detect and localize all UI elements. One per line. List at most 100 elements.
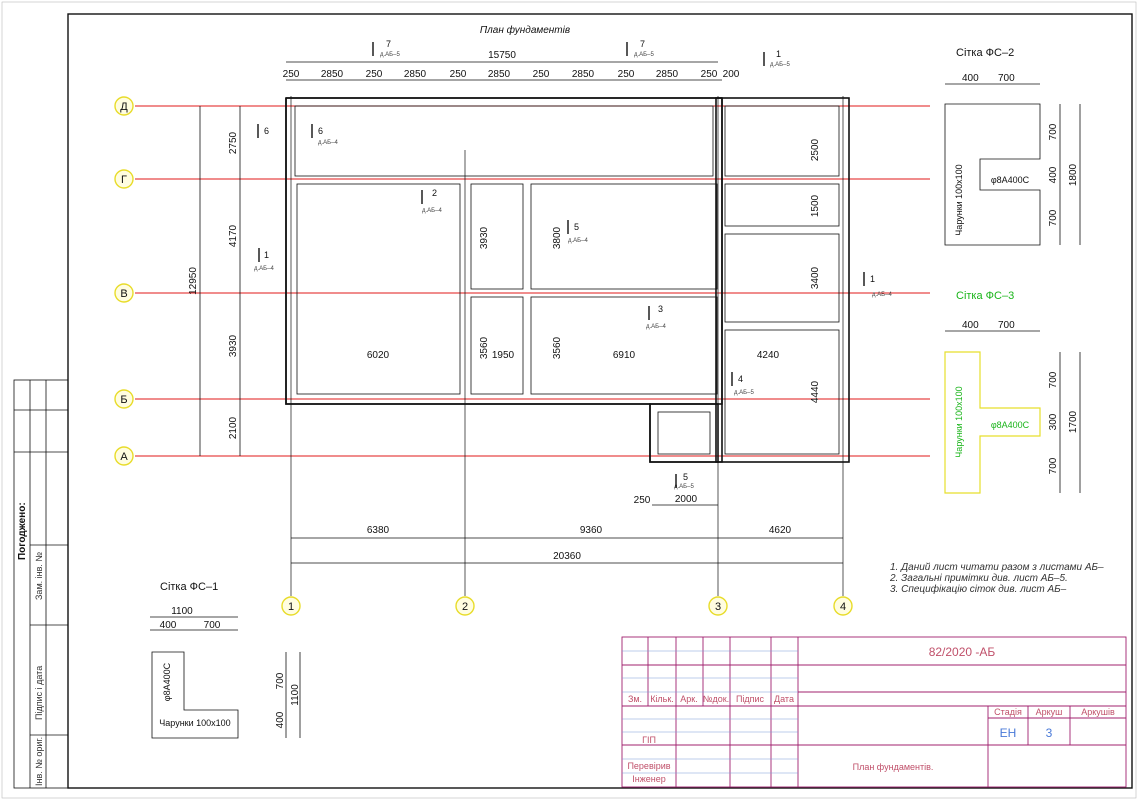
room-right-upper bbox=[530, 183, 718, 290]
mesh-fs2-outline bbox=[944, 103, 1041, 246]
side-cell-2: Підпис і дата bbox=[34, 666, 44, 720]
top-dim-10: 2850 bbox=[656, 69, 679, 80]
axis-label-b: Б bbox=[120, 394, 127, 406]
tb-header-1: Зм. bbox=[628, 694, 642, 704]
top-dim-4: 2850 bbox=[404, 69, 427, 80]
sheet-header: Аркуш bbox=[1036, 707, 1063, 717]
section-mark: 1д.АБ–5 bbox=[763, 49, 790, 68]
svg-text:д.АБ–4: д.АБ–4 bbox=[254, 266, 274, 272]
svg-text:5: 5 bbox=[574, 222, 579, 232]
section-mark: 5 д.АБ–4 bbox=[567, 220, 588, 244]
role-checked: Перевірив bbox=[627, 761, 670, 771]
inner-dim-4: 4240 bbox=[757, 350, 780, 361]
bottom-total-dim: 20360 bbox=[553, 551, 581, 562]
mesh-fs1-h2: 400 bbox=[275, 711, 286, 728]
top-dim-1: 250 bbox=[283, 69, 300, 80]
room-right-lower bbox=[530, 296, 718, 395]
left-dimensions: 12950 2750 4170 3930 2100 bbox=[188, 106, 241, 456]
left-dim-2: 4170 bbox=[228, 224, 239, 247]
tb-header-4: №док. bbox=[703, 694, 729, 704]
stage-value: ЕН bbox=[1000, 726, 1017, 740]
top-dim-11: 250 bbox=[701, 69, 718, 80]
mesh-fs2-rebar: φ8А400С bbox=[991, 175, 1030, 185]
room-left bbox=[296, 183, 461, 395]
top-dim-3: 250 bbox=[366, 69, 383, 80]
role-engineer: Інженер bbox=[632, 774, 665, 784]
east-room-4 bbox=[724, 329, 840, 455]
room-mid-upper bbox=[470, 183, 524, 290]
east-room-1 bbox=[724, 105, 840, 177]
top-dimensions: 15750 250 2850 250 2850 250 2850 250 285… bbox=[283, 50, 740, 81]
axis-bubble-b bbox=[114, 389, 134, 409]
east-room-3 bbox=[724, 233, 840, 323]
mesh-fs1-part-1: 400 bbox=[160, 620, 177, 631]
mesh-fs2-h3: 700 bbox=[1048, 209, 1059, 226]
svg-text:6: 6 bbox=[264, 126, 269, 136]
tb-header-6: Дата bbox=[774, 694, 794, 704]
mesh-fs2-cell: Чарунки 100х100 bbox=[954, 164, 964, 235]
mesh-fs2-total: 1800 bbox=[1068, 163, 1079, 186]
top-dim-9: 250 bbox=[618, 69, 635, 80]
east-room-2 bbox=[724, 183, 840, 227]
mesh-fs3-h1: 700 bbox=[1048, 371, 1059, 388]
mesh-fs2: Сітка ФС–2 400 700 Чарунки 100х100 φ8А40… bbox=[944, 47, 1081, 246]
sheet-number: 3 bbox=[1046, 726, 1053, 740]
svg-text:д.АБ–4: д.АБ–4 bbox=[646, 324, 666, 330]
mesh-fs2-title: Сітка ФС–2 bbox=[956, 47, 1014, 59]
foundation-walls bbox=[285, 97, 850, 463]
role-gip: ГІП bbox=[642, 735, 656, 745]
left-dim-3: 3930 bbox=[228, 334, 239, 357]
tb-header-3: Арк. bbox=[680, 694, 697, 704]
inner-dim-3: 6910 bbox=[613, 350, 636, 361]
drawing-title: План фундаментів. bbox=[853, 762, 934, 772]
section-mark: 3 д.АБ–4 bbox=[646, 304, 666, 330]
east-wing bbox=[715, 97, 850, 463]
drawing-frame bbox=[67, 13, 1133, 789]
main-body bbox=[285, 97, 723, 405]
axis-label-3: 3 bbox=[715, 601, 721, 613]
svg-text:д.АБ–5: д.АБ–5 bbox=[634, 52, 654, 58]
svg-text:7: 7 bbox=[386, 39, 391, 49]
svg-text:5: 5 bbox=[683, 472, 688, 482]
mesh-fs1-outline bbox=[151, 651, 239, 739]
svg-text:1: 1 bbox=[870, 274, 875, 284]
mesh-fs1-rebar: φ8А400С bbox=[162, 662, 172, 701]
left-total-dim: 12950 bbox=[188, 267, 199, 295]
svg-text:3: 3 bbox=[658, 304, 663, 314]
mesh-fs2-part-2: 700 bbox=[998, 73, 1015, 84]
tb-header-5: Підпис bbox=[736, 694, 765, 704]
axis-bubble-4 bbox=[833, 596, 853, 616]
note-3: 3. Специфікацію сіток див. лист АБ– bbox=[890, 583, 1067, 595]
axis-lines bbox=[135, 96, 930, 596]
approval-label: Погоджено: bbox=[17, 502, 28, 560]
mesh-fs3-h2: 300 bbox=[1048, 413, 1059, 430]
section-mark: 4д.АБ–5 bbox=[731, 372, 754, 396]
right-dim-2: 1500 bbox=[810, 194, 821, 217]
mesh-fs1-part-2: 700 bbox=[204, 620, 221, 631]
section-mark: 1д.АБ–4 bbox=[254, 248, 274, 272]
mesh-fs3-h3: 700 bbox=[1048, 457, 1059, 474]
inner-vdim-2: 3800 bbox=[552, 226, 563, 249]
mesh-fs3-total: 1700 bbox=[1068, 410, 1079, 433]
note-1: 1. Даний лист читати разом з листами АБ– bbox=[890, 562, 1104, 573]
porch bbox=[649, 403, 719, 463]
inner-vdim-1: 3930 bbox=[479, 226, 490, 249]
svg-text:д.АБ–4: д.АБ–4 bbox=[568, 238, 588, 244]
right-dim-1: 2500 bbox=[810, 138, 821, 161]
mesh-fs1: Сітка ФС–1 1100 400 700 φ8А400С Чарунки … bbox=[150, 581, 301, 739]
svg-text:6: 6 bbox=[318, 126, 323, 136]
main-outline bbox=[285, 97, 723, 463]
right-dimensions: 2500 1500 3400 4440 bbox=[810, 138, 821, 403]
axis-label-a: А bbox=[120, 451, 128, 463]
inner-vdim-4: 3560 bbox=[552, 336, 563, 359]
mesh-fs3-part-1: 400 bbox=[962, 320, 979, 331]
stage-header: Стадія bbox=[994, 707, 1022, 717]
mesh-fs3: Сітка ФС–3 400 700 Чарунки 100х100 φ8А40… bbox=[944, 290, 1081, 494]
section-mark: 6 bbox=[257, 124, 269, 138]
svg-text:д.АБ–5: д.АБ–5 bbox=[674, 484, 694, 490]
tb-header-2: Кільк. bbox=[650, 694, 674, 704]
mesh-fs3-cell: Чарунки 100х100 bbox=[954, 386, 964, 457]
inner-dimensions: 6020 1950 6910 4240 3930 3800 3560 3560 … bbox=[367, 226, 780, 506]
mesh-fs1-title: Сітка ФС–1 bbox=[160, 581, 218, 593]
